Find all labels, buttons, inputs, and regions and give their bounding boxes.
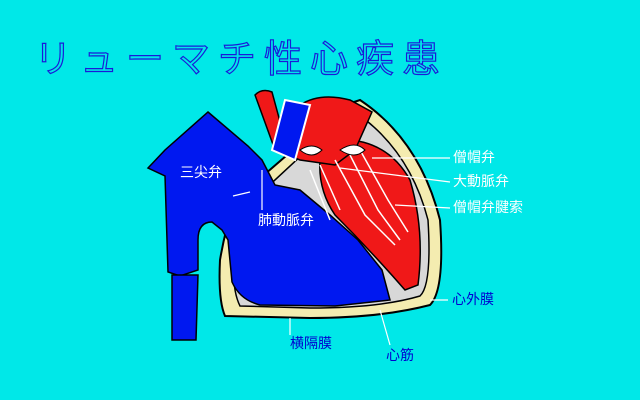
chordae-lines <box>309 149 409 246</box>
right-heart <box>146 111 391 307</box>
label-pericardium: 心外膜 <box>452 292 494 308</box>
diagram-title: リューマチ性心疾患 <box>33 36 449 81</box>
label-tricuspid-valve: 三尖弁 <box>180 165 222 181</box>
label-diaphragm: 横隔膜 <box>290 336 332 352</box>
label-aortic-valve: 大動脈弁 <box>453 174 509 190</box>
label-mitral-valve: 僧帽弁 <box>453 150 495 166</box>
label-myocardium: 心筋 <box>386 348 414 364</box>
leader-lines <box>232 157 451 346</box>
label-chordae: 僧帽弁腱索 <box>453 200 523 216</box>
label-pulmonary-valve: 肺動脈弁 <box>258 213 314 229</box>
pulmonary-artery <box>270 98 312 162</box>
aortic-valve <box>299 145 323 156</box>
mitral-valve <box>339 144 366 156</box>
vena-cava <box>171 274 199 341</box>
